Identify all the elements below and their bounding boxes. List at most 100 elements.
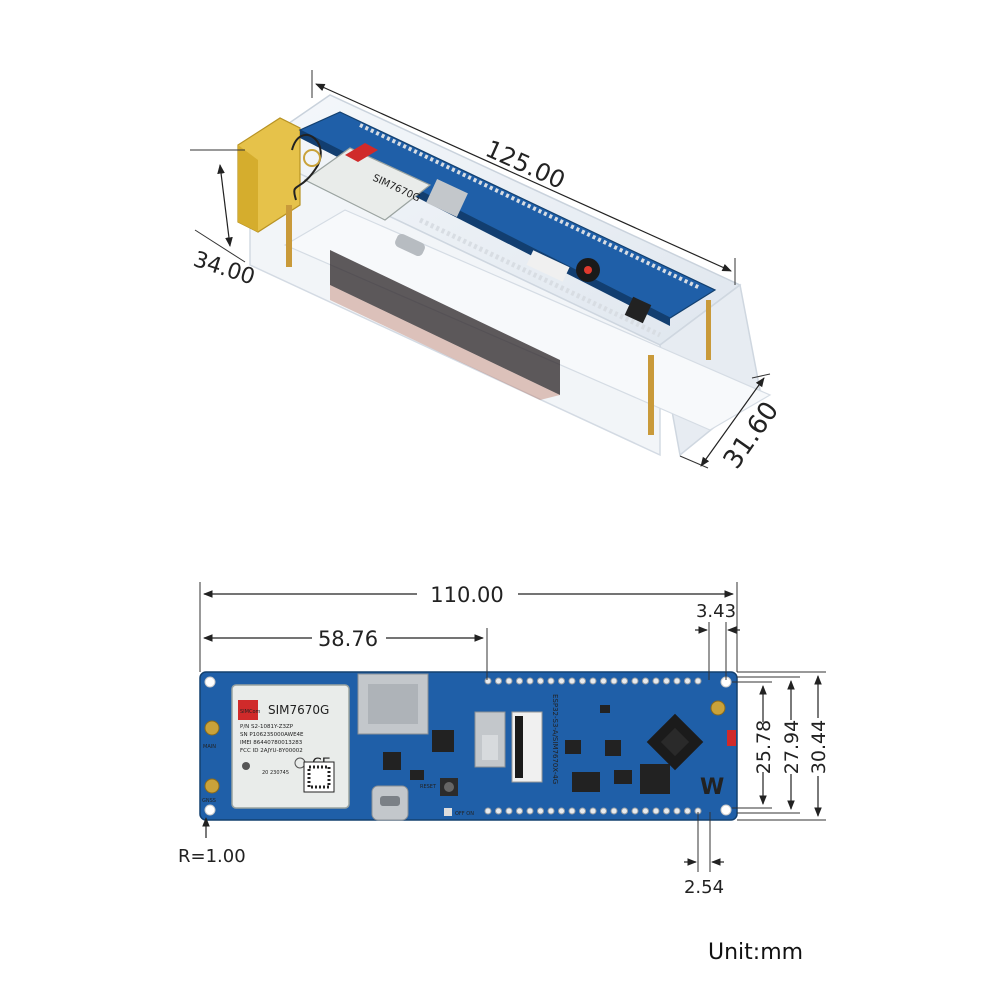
module-imei: IMEI 86440780013283	[240, 740, 303, 746]
header-pin	[589, 677, 597, 685]
header-pin	[663, 807, 670, 815]
tf-card-slot-inner	[482, 735, 498, 760]
dimension-vertical-group: 25.78 27.94 30.44	[732, 671, 830, 821]
dimension-label-3: 3.43	[696, 601, 736, 622]
module-fcc: FCC ID 2AJYU-8Y00002	[240, 748, 303, 754]
board-2d-view: MAIN GNSS SIMCom SIM7670G P/N S2-1081Y-Z…	[199, 671, 738, 821]
header-pin	[684, 677, 691, 685]
header-pin	[663, 677, 670, 685]
module-pn: P/N S2-1081Y-Z3ZP	[240, 724, 294, 730]
header-pin	[547, 807, 555, 815]
dimension-label-radius: R=1.00	[178, 846, 246, 867]
dimension-edge-3: 3.43	[695, 601, 740, 680]
header-pin	[684, 807, 691, 815]
header-row-top	[484, 677, 702, 685]
dimension-pitch-2: 2.54	[684, 812, 724, 898]
header-pin	[568, 807, 576, 815]
label-off-on: OFF ON	[455, 811, 474, 817]
header-pin	[568, 677, 576, 685]
ic-5	[572, 772, 600, 792]
header-pin	[547, 677, 555, 685]
simcom-logo	[238, 700, 258, 720]
standoff-2	[648, 355, 654, 435]
red-jumper	[727, 730, 736, 746]
dimension-label-27: 27.94	[781, 720, 803, 774]
header-pin	[579, 807, 586, 815]
header-pin	[537, 677, 544, 685]
ic-7	[614, 770, 632, 784]
dimension-label-34: 34.00	[190, 247, 258, 290]
header-pin	[610, 677, 618, 685]
mount-hole-br	[720, 804, 732, 816]
header-pin	[610, 807, 618, 815]
label-reset: RESET	[420, 784, 437, 790]
ipex-gnss-connector	[204, 778, 220, 794]
header-pin	[579, 677, 586, 685]
module-pin1-dot	[242, 762, 250, 770]
ic-8	[640, 764, 670, 794]
dimension-label-30: 30.44	[808, 720, 830, 774]
header-pin	[652, 677, 660, 685]
header-pin	[673, 677, 681, 685]
header-pin	[558, 807, 565, 815]
module-sn: SN P106235000AWE4E	[240, 732, 304, 738]
esp32-chip-top	[660, 727, 690, 757]
header-pin	[642, 677, 649, 685]
usb-c-tongue	[380, 796, 400, 806]
camera-lens-center-3d	[584, 266, 592, 274]
ipex-wifi-connector	[710, 700, 726, 716]
header-pin	[526, 677, 534, 685]
ipex-main-connector	[204, 720, 220, 736]
power-switch	[444, 808, 452, 816]
header-pin	[526, 807, 534, 815]
header-pin	[600, 807, 607, 815]
ic-1	[432, 730, 454, 752]
header-pin	[495, 677, 502, 685]
reset-button-cap	[444, 782, 454, 792]
mount-hole-bl	[204, 804, 216, 816]
antenna-end-cap-face	[238, 145, 258, 232]
inner-panel	[330, 250, 560, 395]
header-pin	[516, 677, 523, 685]
header-pin	[694, 677, 702, 685]
dimension-label-2: 2.54	[684, 877, 724, 898]
unit-label: Unit:mm	[708, 940, 804, 965]
header-pin	[484, 807, 492, 815]
header-pin	[652, 807, 660, 815]
dimension-module-58: 58.76	[203, 627, 488, 680]
header-pin	[484, 677, 492, 685]
inner-panel-tint	[330, 285, 560, 400]
esp32-chip-3d	[624, 296, 652, 324]
board-silkscreen: ESP32-S3-A/SIM7670X-4G	[551, 694, 559, 784]
header-pin	[516, 807, 523, 815]
header-row-bottom	[484, 807, 702, 815]
dimension-label-58: 58.76	[318, 627, 378, 651]
waveshare-logo-mark: W	[700, 775, 724, 800]
header-pin	[621, 807, 628, 815]
header-pin	[631, 677, 639, 685]
label-gnss: GNSS	[202, 798, 216, 804]
ic-3	[410, 770, 424, 780]
standoff-3	[706, 300, 711, 360]
header-pin	[537, 807, 544, 815]
waveshare-logo	[697, 768, 725, 798]
label-main: MAIN	[203, 744, 216, 750]
header-pin	[505, 807, 513, 815]
header-pin	[558, 677, 565, 685]
header-pin	[600, 677, 607, 685]
header-pin	[642, 807, 649, 815]
header-pin	[673, 807, 681, 815]
header-pin	[495, 807, 502, 815]
ic-4	[565, 740, 581, 754]
module-model: SIM7670G	[268, 703, 329, 717]
camera-fpc-latch	[515, 716, 523, 778]
header-pin	[621, 677, 628, 685]
mount-hole-tl	[204, 676, 216, 688]
header-pin	[631, 807, 639, 815]
module-date: 20 230745	[262, 770, 289, 776]
header-pin	[505, 677, 513, 685]
dimension-label-110: 110.00	[430, 583, 503, 607]
simcom-brand: SIMCom	[240, 709, 261, 715]
header-pin	[589, 807, 597, 815]
standoff-1	[286, 205, 292, 267]
